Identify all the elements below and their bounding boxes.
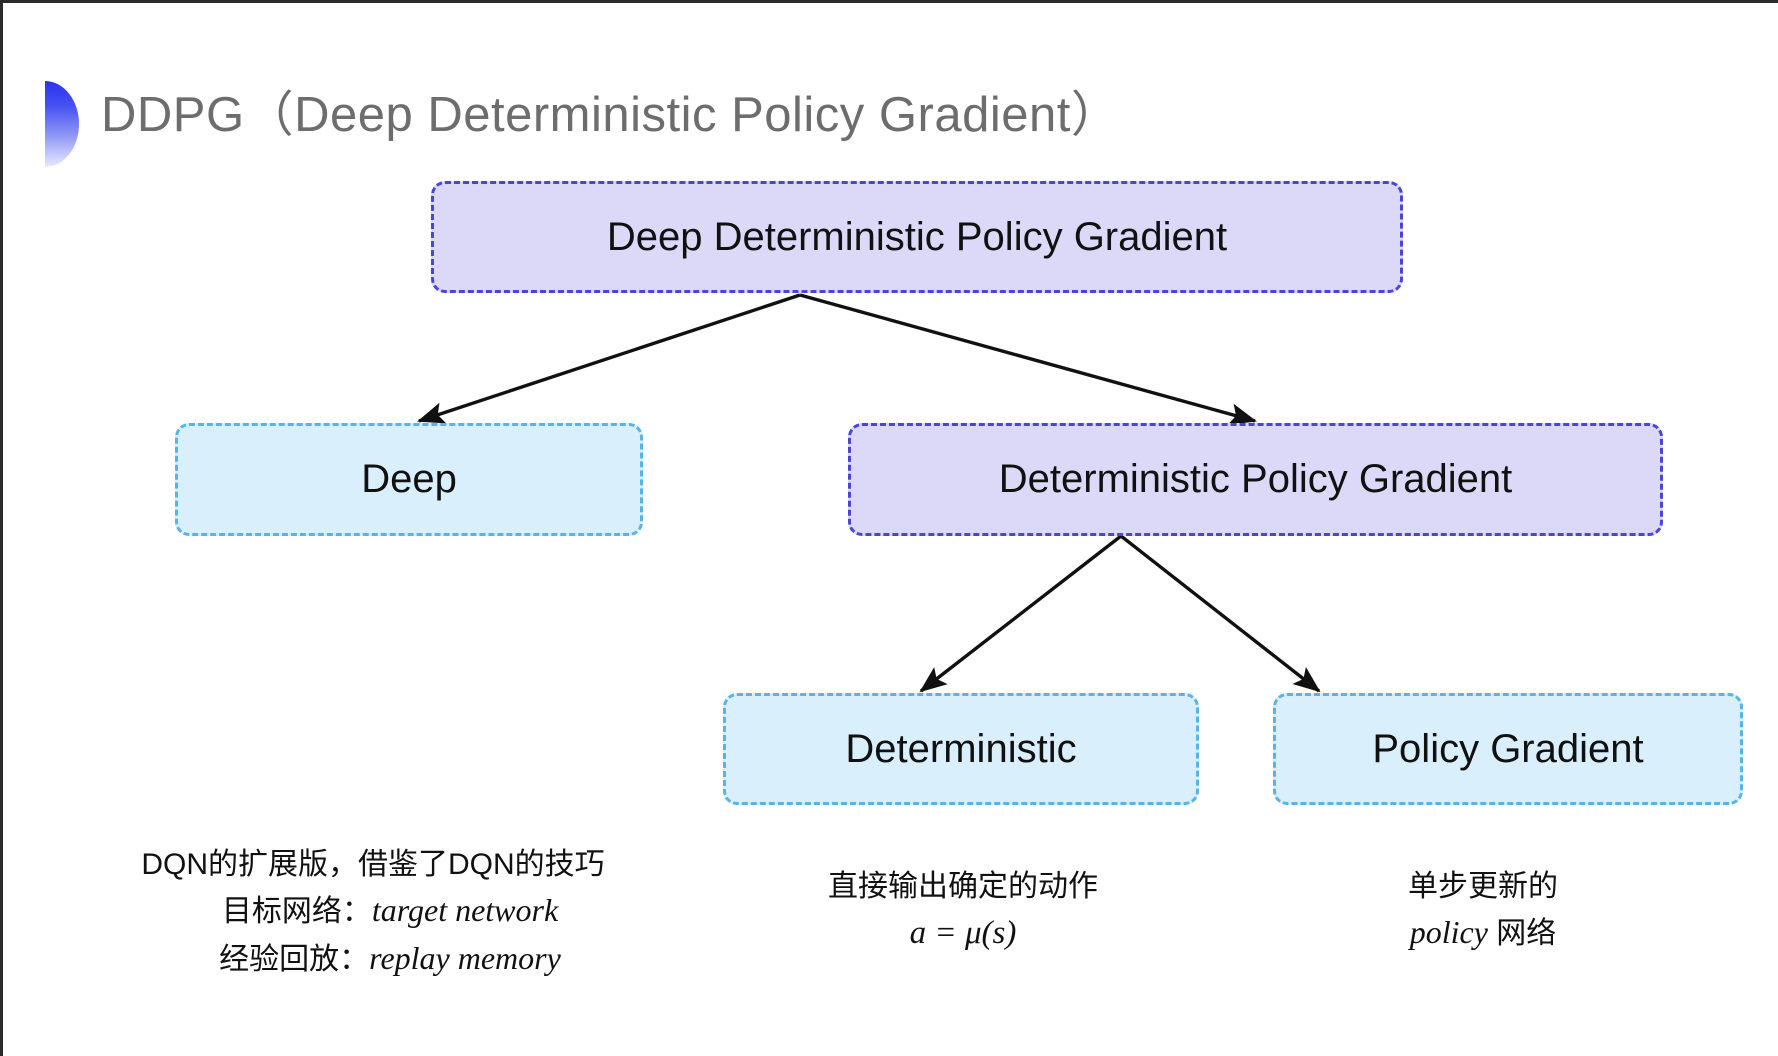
edge-dpg-to-deterministic xyxy=(919,534,1123,693)
node-deterministic[interactable]: Deterministic xyxy=(723,693,1199,805)
caption-policy-gradient-line-2: policy 网络 xyxy=(1293,909,1673,956)
caption-deep-line-3-label: 经验回放： xyxy=(219,942,370,976)
node-deep-deterministic-policy-gradient[interactable]: Deep Deterministic Policy Gradient xyxy=(431,181,1403,293)
caption-deep-line-2-term: target network xyxy=(371,892,559,929)
caption-deterministic: 直接输出确定的动作 a = μ(s) xyxy=(703,865,1223,958)
node-deep[interactable]: Deep xyxy=(175,423,643,536)
node-deterministic-policy-gradient[interactable]: Deterministic Policy Gradient xyxy=(848,423,1663,536)
caption-deep-line-3: 经验回放：replay memory xyxy=(123,935,623,982)
caption-policy-gradient-line-1: 单步更新的 xyxy=(1408,870,1558,903)
caption-deep-line-1: DQN的扩展版，借鉴了DQN的技巧 xyxy=(141,848,605,881)
edge-root-to-dpg xyxy=(799,293,1257,425)
page-title: DDPG（Deep Deterministic Policy Gradient） xyxy=(101,88,1121,142)
caption-policy-gradient-suffix: 网络 xyxy=(1487,917,1557,951)
edge-root-to-deep xyxy=(417,293,801,424)
caption-deep-line-2-label: 目标网络： xyxy=(221,895,372,929)
edge-dpg-to-policy-gradient xyxy=(1119,534,1321,693)
caption-deterministic-formula: a = μ(s) xyxy=(909,915,1017,952)
caption-deep: DQN的扩展版，借鉴了DQN的技巧 目标网络：target network 经验… xyxy=(123,843,623,982)
half-circle-decoration-icon xyxy=(45,81,79,167)
caption-policy-gradient: 单步更新的 policy 网络 xyxy=(1293,865,1673,957)
caption-policy-gradient-term: policy xyxy=(1409,914,1488,951)
node-policy-gradient[interactable]: Policy Gradient xyxy=(1273,693,1743,805)
caption-deterministic-line-1: 直接输出确定的动作 xyxy=(828,870,1098,903)
caption-deep-line-2: 目标网络：target network xyxy=(123,887,623,934)
caption-deep-line-3-term: replay memory xyxy=(369,939,561,976)
